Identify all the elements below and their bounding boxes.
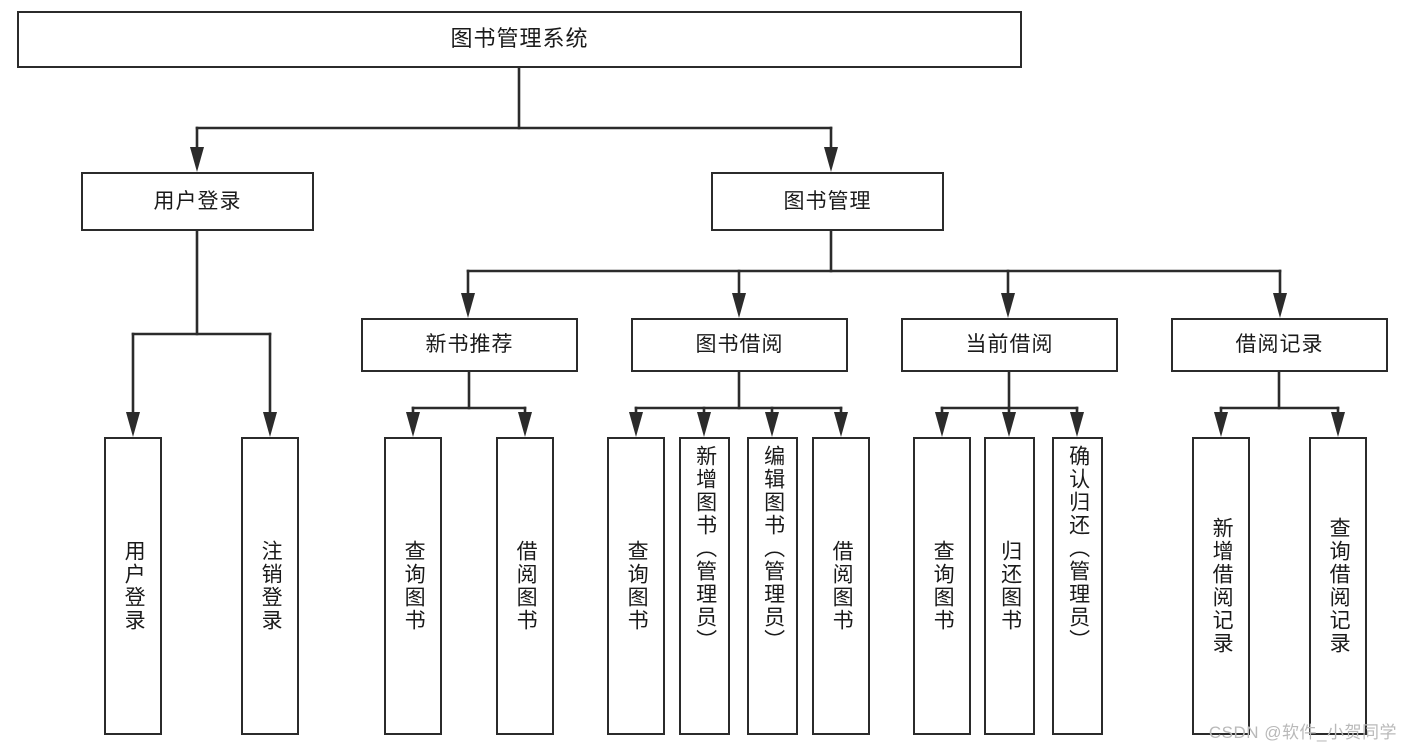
node-label: 编辑图书（管理员）	[761, 445, 785, 652]
node-root-system[interactable]: 图书管理系统	[17, 11, 1022, 68]
node-user-login[interactable]: 用户登录	[81, 172, 314, 231]
node-label: 查询借阅记录	[1327, 517, 1351, 655]
node-label: 查询图书	[402, 540, 426, 632]
node-label: 新增借阅记录	[1210, 517, 1234, 655]
node-current-borrow[interactable]: 当前借阅	[901, 318, 1118, 372]
node-leaf-query-book-2[interactable]: 查询图书	[607, 437, 665, 735]
node-label: 图书管理	[783, 189, 872, 213]
node-book-manage[interactable]: 图书管理	[711, 172, 944, 231]
node-label: 注销登录	[259, 540, 283, 632]
node-new-book-rec[interactable]: 新书推荐	[361, 318, 578, 372]
node-leaf-query-book-3[interactable]: 查询图书	[913, 437, 971, 735]
node-label: 用户登录	[122, 540, 146, 632]
node-label: 图书管理系统	[450, 26, 589, 52]
node-leaf-return-book[interactable]: 归还图书	[984, 437, 1035, 735]
node-label: 借阅图书	[830, 540, 854, 632]
node-book-borrow[interactable]: 图书借阅	[631, 318, 848, 372]
watermark: CSDN @软件_小贺同学	[1208, 723, 1397, 742]
node-leaf-confirm-return[interactable]: 确认归还（管理员）	[1052, 437, 1103, 735]
node-label: 查询图书	[625, 540, 649, 632]
node-label: 图书借阅	[695, 333, 784, 357]
node-label: 查询图书	[931, 540, 955, 632]
node-leaf-add-book[interactable]: 新增图书（管理员）	[679, 437, 730, 735]
node-leaf-query-book-1[interactable]: 查询图书	[384, 437, 442, 735]
node-leaf-query-record[interactable]: 查询借阅记录	[1309, 437, 1367, 735]
node-label: 确认归还（管理员）	[1066, 445, 1090, 652]
node-label: 新书推荐	[425, 333, 514, 357]
node-borrow-record[interactable]: 借阅记录	[1171, 318, 1388, 372]
node-leaf-user-logout[interactable]: 注销登录	[241, 437, 299, 735]
node-leaf-borrow-book-2[interactable]: 借阅图书	[812, 437, 870, 735]
node-label: 新增图书（管理员）	[693, 445, 717, 652]
node-label: 当前借阅	[965, 333, 1054, 357]
node-leaf-borrow-book-1[interactable]: 借阅图书	[496, 437, 554, 735]
node-label: 借阅图书	[514, 540, 538, 632]
node-leaf-user-login[interactable]: 用户登录	[104, 437, 162, 735]
node-leaf-edit-book[interactable]: 编辑图书（管理员）	[747, 437, 798, 735]
node-label: 借阅记录	[1235, 333, 1324, 357]
node-label: 用户登录	[153, 189, 242, 213]
node-leaf-add-record[interactable]: 新增借阅记录	[1192, 437, 1250, 735]
node-label: 归还图书	[998, 540, 1022, 632]
